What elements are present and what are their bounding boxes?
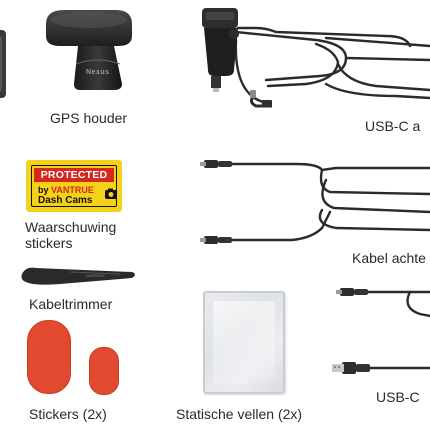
gps-mount-icon bbox=[46, 10, 132, 90]
rear-cable-label: Kabel achte bbox=[352, 250, 426, 266]
protected-warning-sticker: PROTECTED by VANTRUE Dash Cams bbox=[26, 160, 122, 212]
cable-trimmer-image: VANTRUE bbox=[20, 262, 138, 288]
static-sheets-label: Statische vellen (2x) bbox=[176, 406, 303, 422]
camera-icon bbox=[105, 188, 117, 199]
car-charger-cable-image bbox=[196, 0, 430, 118]
sticker-by-text: by bbox=[38, 185, 52, 195]
gps-holder-image: Nexus bbox=[40, 6, 136, 92]
large-adhesive-pad bbox=[27, 320, 71, 394]
stickers-label: Stickers (2x) bbox=[29, 406, 107, 422]
sticker-line1: by VANTRUE bbox=[38, 185, 94, 195]
usb-cable-icon bbox=[332, 288, 430, 374]
small-adhesive-pad bbox=[89, 347, 119, 395]
sticker-header: PROTECTED bbox=[34, 168, 114, 182]
warning-stickers-label-2: stickers bbox=[25, 235, 73, 251]
trim-tool-icon: VANTRUE bbox=[21, 267, 135, 285]
rear-cable-icon bbox=[200, 160, 430, 244]
sticker-line2: Dash Cams bbox=[38, 195, 93, 206]
sticker-border bbox=[31, 165, 117, 207]
usb-c-bottom-label: USB-C bbox=[376, 389, 420, 405]
car-charger-icon bbox=[202, 8, 430, 108]
partial-device-left bbox=[0, 30, 8, 98]
mount-brand-text: Nexus bbox=[86, 69, 110, 76]
sticker-brand: VANTRUE bbox=[51, 185, 94, 195]
cable-trimmer-label: Kabeltrimmer bbox=[29, 296, 113, 312]
static-sheet bbox=[203, 291, 285, 394]
partial-device-icon bbox=[0, 30, 6, 98]
usb-c-cable-image bbox=[330, 272, 430, 382]
usb-c-top-label: USB-C a bbox=[365, 118, 421, 134]
warning-stickers-label-1: Waarschuwing bbox=[25, 219, 117, 235]
rear-cable-image bbox=[196, 150, 430, 250]
sheet-shine bbox=[213, 301, 275, 384]
svg-text:VANTRUE: VANTRUE bbox=[86, 273, 105, 278]
gps-holder-label: GPS houder bbox=[50, 110, 128, 126]
